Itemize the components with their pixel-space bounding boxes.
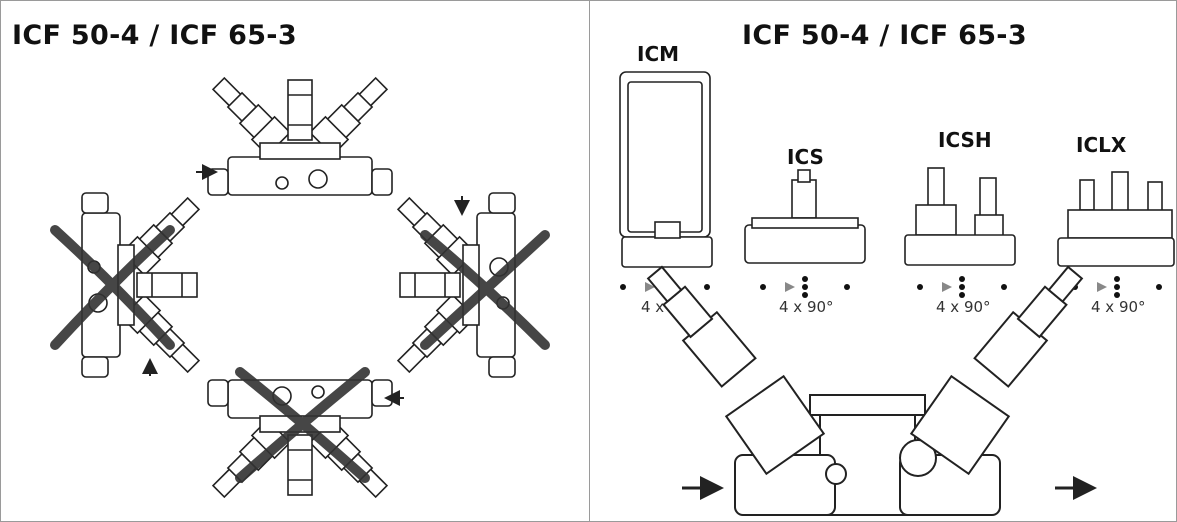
cross-out-bottom	[235, 367, 370, 483]
right-panel-title: ICF 50-4 / ICF 65-3	[742, 20, 1027, 51]
module-ics	[744, 169, 866, 264]
valve-orientation-right	[391, 191, 550, 379]
cross-out-right	[420, 230, 550, 350]
valve-station-large	[646, 265, 1084, 516]
rotation-label-icsh: 4 x 90°	[936, 298, 991, 316]
valve-orientation-top	[196, 71, 394, 196]
valve-orientation-bottom	[206, 367, 404, 504]
panel-divider	[589, 0, 590, 522]
valve-orientation-left	[50, 191, 206, 379]
module-label-icm: ICM	[637, 42, 680, 66]
module-iclx	[1057, 171, 1175, 267]
rotation-label-ics: 4 x 90°	[779, 298, 834, 316]
module-label-icsh: ICSH	[938, 128, 992, 152]
module-label-iclx: ICLX	[1076, 133, 1127, 157]
module-label-ics: ICS	[787, 145, 824, 169]
left-panel-title: ICF 50-4 / ICF 65-3	[12, 20, 297, 51]
module-icm	[619, 71, 713, 268]
module-icsh	[904, 167, 1016, 266]
cross-out-left	[50, 225, 175, 350]
rotation-label-iclx: 4 x 90°	[1091, 298, 1146, 316]
